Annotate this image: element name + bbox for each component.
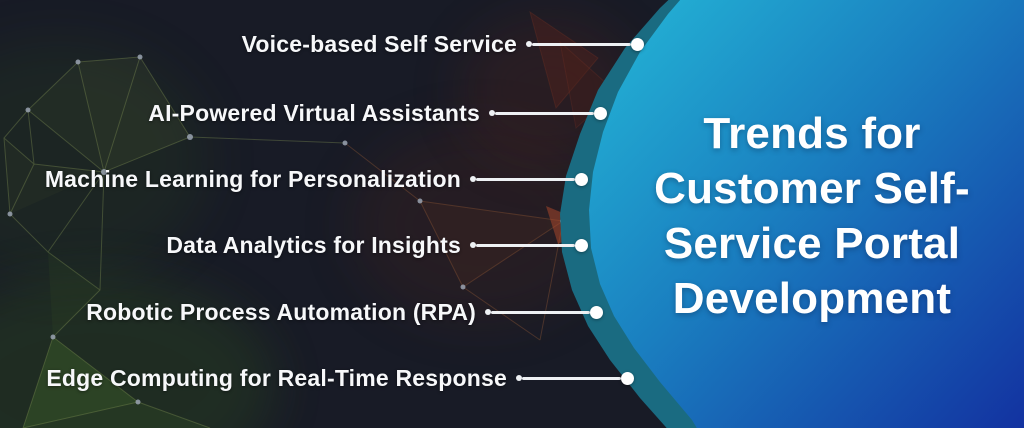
connector-dot-small: [526, 41, 532, 47]
connector: [526, 37, 644, 51]
connector-dot-small: [470, 242, 476, 248]
trend-label: AI-Powered Virtual Assistants: [148, 99, 480, 126]
connector-dot-large: [594, 106, 607, 120]
connector-line: [495, 111, 594, 115]
trend-row-rpa: Robotic Process Automation (RPA): [86, 298, 603, 326]
connector: [470, 238, 588, 252]
trend-row-edge-computing: Edge Computing for Real-Time Response: [46, 364, 634, 392]
trend-row-ai-assistants: AI-Powered Virtual Assistants: [148, 99, 607, 127]
ambient-glows: [0, 15, 638, 428]
connector-dot-large: [575, 238, 588, 252]
trend-row-machine-learning: Machine Learning for Personalization: [45, 165, 588, 193]
connector-dot-small: [485, 309, 491, 315]
trend-label: Voice-based Self Service: [241, 30, 517, 57]
trend-row-voice: Voice-based Self Service: [242, 30, 644, 58]
connector-line: [522, 376, 621, 380]
background-mesh: [3, 10, 617, 428]
connector: [470, 172, 588, 186]
trend-label: Edge Computing for Real-Time Response: [46, 364, 507, 391]
connector-dot-large: [621, 371, 634, 385]
trend-label: Machine Learning for Personalization: [44, 165, 461, 192]
trend-row-data-analytics: Data Analytics for Insights: [166, 231, 588, 259]
connector-line: [476, 243, 575, 247]
connector: [489, 106, 607, 120]
hero-title-line: Customer Self-: [654, 164, 970, 213]
accent-bubble: [589, 0, 1024, 428]
mesh-nodes: [7, 54, 566, 405]
hero-title-line: Trends for: [703, 109, 921, 158]
connector-dot-large: [575, 172, 588, 186]
hero-title: Trends for Customer Self- Service Portal…: [622, 106, 1002, 326]
hero-title-line: Service Portal: [663, 219, 961, 268]
connector-dot-large: [631, 37, 644, 51]
connector: [516, 371, 634, 385]
trend-label: Robotic Process Automation (RPA): [86, 298, 476, 325]
connector-line: [491, 310, 590, 314]
connector-line: [476, 177, 575, 181]
connector: [485, 305, 603, 319]
hero-title-line: Development: [672, 274, 952, 323]
trend-label: Data Analytics for Insights: [166, 231, 461, 258]
connector-dot-small: [516, 375, 522, 381]
connector-dot-small: [489, 110, 495, 116]
connector-dot-small: [470, 176, 476, 182]
connector-line: [532, 42, 631, 46]
connector-dot-large: [590, 305, 603, 319]
